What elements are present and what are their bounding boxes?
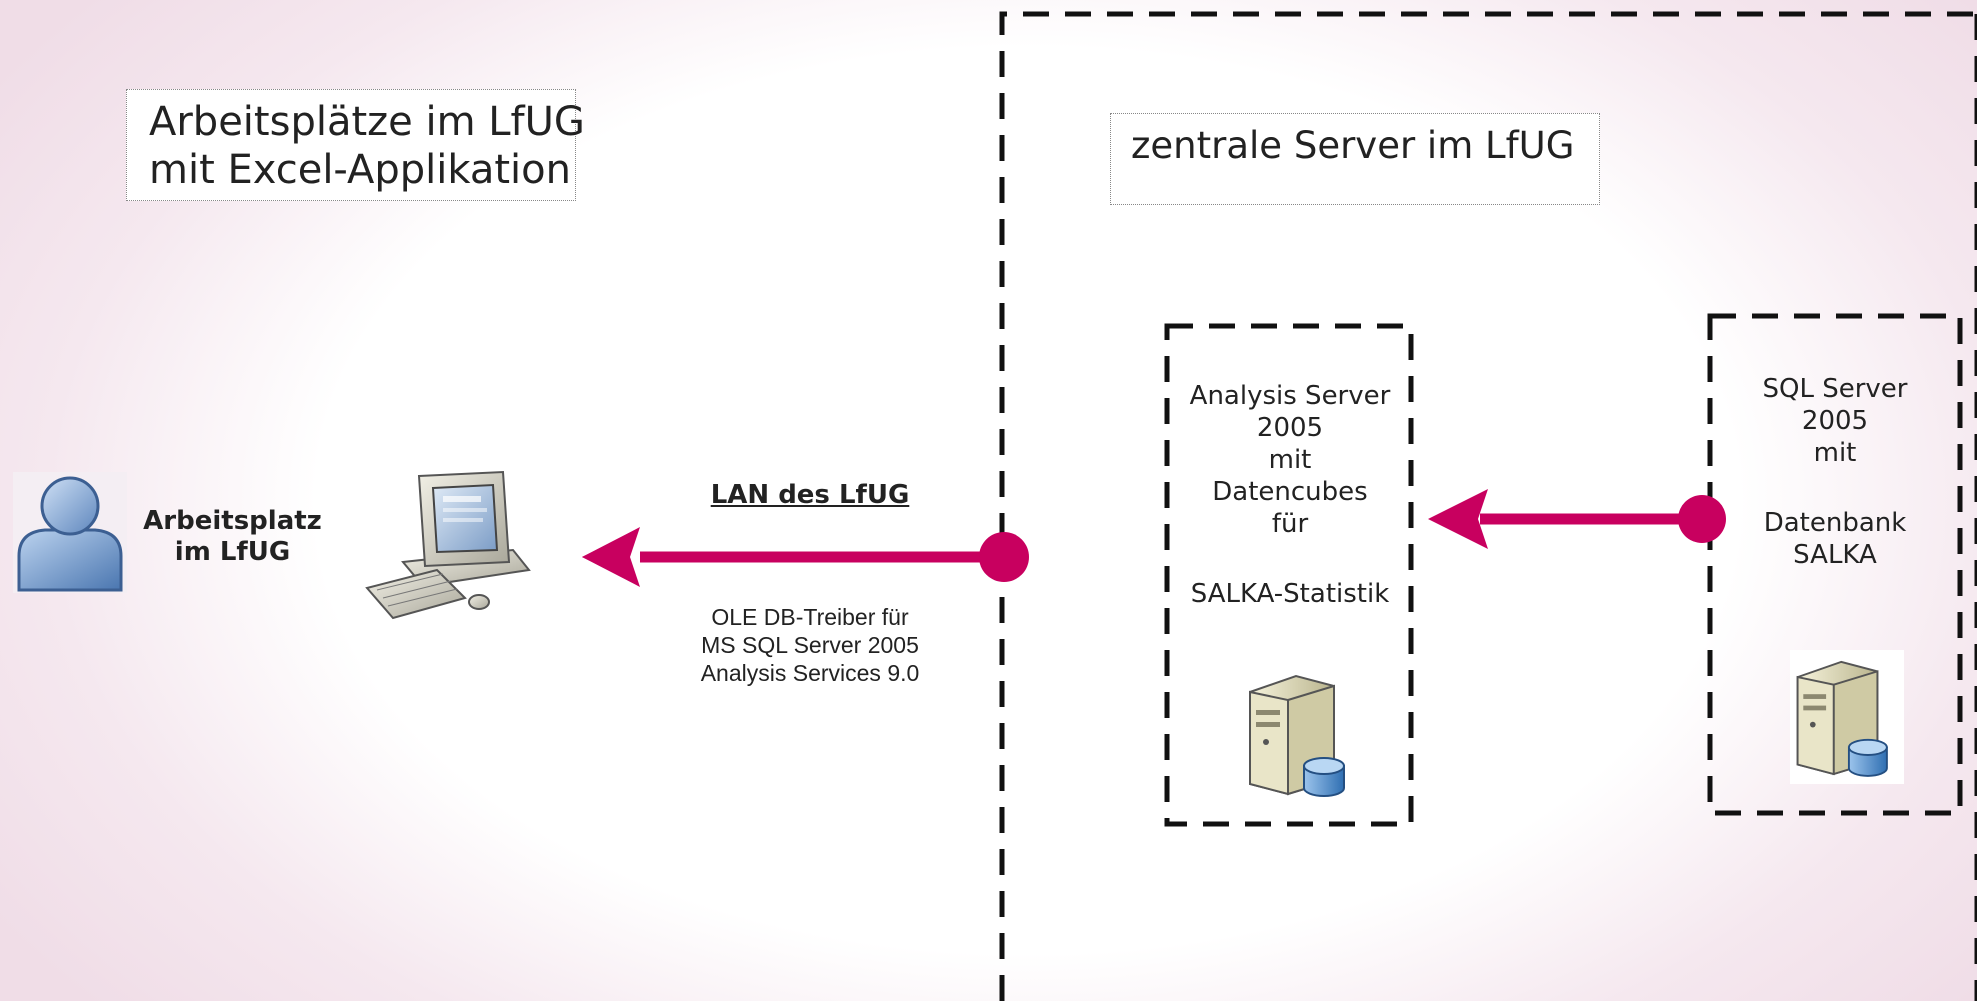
user-label: Arbeitsplatz im LfUG <box>135 506 330 568</box>
server-link-arrow <box>1428 489 1726 549</box>
servers-title-box: zentrale Server im LfUG <box>1110 113 1600 205</box>
server-link-arrowhead <box>1428 489 1488 549</box>
computer-icon <box>363 470 531 622</box>
driver-line2: MS SQL Server 2005 <box>701 632 919 658</box>
sql-server-line5: SALKA <box>1793 540 1877 570</box>
lan-arrow-origin <box>979 532 1029 582</box>
analysis-server-line4: Datencubes <box>1212 477 1368 507</box>
analysis-server-line5: für <box>1271 509 1309 539</box>
analysis-server-line2: 2005 <box>1256 413 1324 443</box>
sql-server-line4: Datenbank <box>1763 508 1907 538</box>
analysis-server-caption: Analysis Server 2005 mit Datencubes für … <box>1175 380 1405 610</box>
driver-line3: Analysis Services 9.0 <box>700 660 920 686</box>
sql-server-caption: SQL Server 2005 mit Datenbank SALKA <box>1720 373 1950 571</box>
sql-server-icon <box>1790 650 1904 784</box>
workstations-title-line1: Arbeitsplätze im LfUG <box>149 99 585 145</box>
user-label-line1: Arbeitsplatz <box>143 506 322 536</box>
sql-server-line1: SQL Server <box>1762 374 1908 404</box>
analysis-server-line3: mit <box>1268 445 1312 475</box>
sql-server-line3: mit <box>1813 438 1857 468</box>
lan-title: LAN des LfUG <box>710 480 910 510</box>
workstations-title-line2: mit Excel-Applikation <box>149 147 571 193</box>
user-label-line2: im LfUG <box>174 537 291 567</box>
analysis-server-line1: Analysis Server <box>1189 381 1391 411</box>
sql-server-line2: 2005 <box>1801 406 1869 436</box>
lan-arrow <box>582 527 1029 587</box>
server-zone-border <box>999 11 1977 1001</box>
analysis-server-icon <box>1242 670 1362 798</box>
servers-title: zentrale Server im LfUG <box>1131 124 1575 167</box>
user-icon <box>13 472 127 593</box>
workstations-title-box: Arbeitsplätze im LfUG mit Excel-Applikat… <box>126 89 585 201</box>
driver-line1: OLE DB-Treiber für <box>711 604 909 630</box>
server-link-origin <box>1678 495 1726 543</box>
analysis-server-frame <box>1164 323 1414 827</box>
analysis-server-line6: SALKA-Statistik <box>1190 579 1390 609</box>
driver-description: OLE DB-Treiber für MS SQL Server 2005 An… <box>650 603 970 687</box>
